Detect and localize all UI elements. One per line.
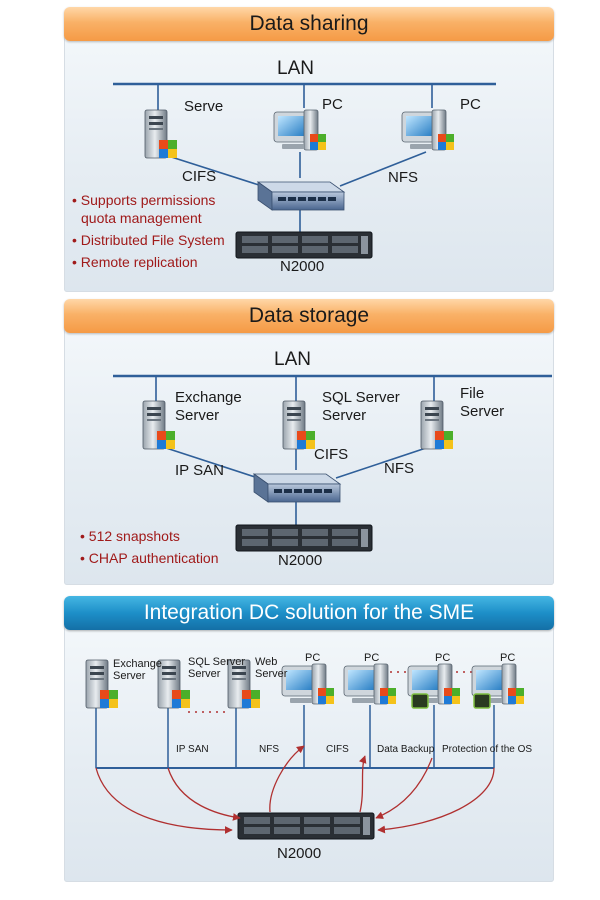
server-line: Server: [113, 670, 146, 682]
sql-server-icon: [157, 659, 191, 709]
pc-label: PC: [322, 96, 343, 113]
integration-network: [85, 659, 525, 840]
cifs-label: CIFS: [314, 446, 349, 463]
feature-item: • CHAP authentication: [80, 550, 219, 566]
ip-san-label: IP SAN: [175, 462, 224, 479]
pc-icon: [343, 663, 397, 705]
server-line: Server: [175, 407, 220, 424]
pc-label: PC: [364, 652, 380, 664]
lan-label: LAN: [277, 58, 314, 79]
server-line: Server: [460, 403, 505, 420]
feature-item: • 512 snapshots: [80, 528, 180, 544]
data-sharing-header: Data sharing: [64, 7, 554, 41]
device-label: N2000: [280, 258, 325, 275]
feature-item: quota management: [81, 210, 202, 226]
nfs-label: NFS: [259, 744, 279, 755]
storage-network: [113, 374, 552, 552]
file-line: File: [460, 385, 485, 402]
pc-label: PC: [305, 652, 321, 664]
protection-os-label: Protection of the OS: [442, 744, 533, 755]
exchange-server-icon: [142, 400, 176, 450]
sql-line: SQL Server: [322, 389, 400, 406]
sql-server-label: SQL Server Server: [322, 389, 400, 425]
exchange-line: Exchange: [175, 389, 242, 406]
exchange-line: Exchange: [113, 658, 162, 670]
exchange-server-label: Exchange Server: [175, 389, 242, 425]
lan-label: LAN: [274, 349, 311, 370]
pc-label: PC: [435, 652, 451, 664]
sql-server-icon: [282, 400, 316, 450]
nfs-label: NFS: [384, 460, 414, 477]
data-backup-label: Data Backup: [377, 744, 435, 755]
protection-icon: [473, 693, 491, 709]
storage-array-icon: [237, 812, 375, 840]
file-server-label: File Server: [460, 385, 504, 421]
pc-icon: [401, 109, 455, 151]
sql-server-label: SQL Server Server: [188, 656, 245, 680]
switch-icon: [253, 473, 341, 503]
serve-label: Serve: [184, 98, 224, 115]
feature-item: • Supports permissions: [72, 192, 216, 208]
backup-icon: [411, 693, 429, 709]
server-line: Server: [255, 668, 288, 680]
switch-icon: [257, 181, 345, 211]
storage-array-icon: [235, 231, 373, 259]
server-line: Server: [188, 668, 221, 680]
cifs-label: CIFS: [326, 744, 349, 755]
data-storage-header: Data storage: [64, 299, 554, 333]
pc-label: PC: [460, 96, 481, 113]
device-label: N2000: [277, 845, 322, 862]
cifs-label: CIFS: [182, 168, 217, 185]
nfs-label: NFS: [388, 169, 418, 186]
server-line: Server: [322, 407, 367, 424]
feature-item: • Distributed File System: [72, 232, 225, 248]
file-server-icon: [420, 400, 454, 450]
ip-san-label: IP SAN: [176, 744, 209, 755]
integration-header: Integration DC solution for the SME: [64, 596, 554, 630]
device-label: N2000: [278, 552, 323, 569]
server-icon: [144, 109, 178, 159]
pc-icon: [281, 663, 335, 705]
sharing-network: [113, 82, 496, 259]
web-line: Web: [255, 656, 278, 668]
storage-array-icon: [235, 524, 373, 552]
pc-label: PC: [500, 652, 516, 664]
pc-icon: [273, 109, 327, 151]
web-server-label: Web Server: [255, 656, 287, 680]
feature-item: • Remote replication: [72, 254, 198, 270]
exchange-server-label: Exchange Server: [113, 658, 162, 682]
sql-line: SQL Server: [188, 656, 246, 668]
